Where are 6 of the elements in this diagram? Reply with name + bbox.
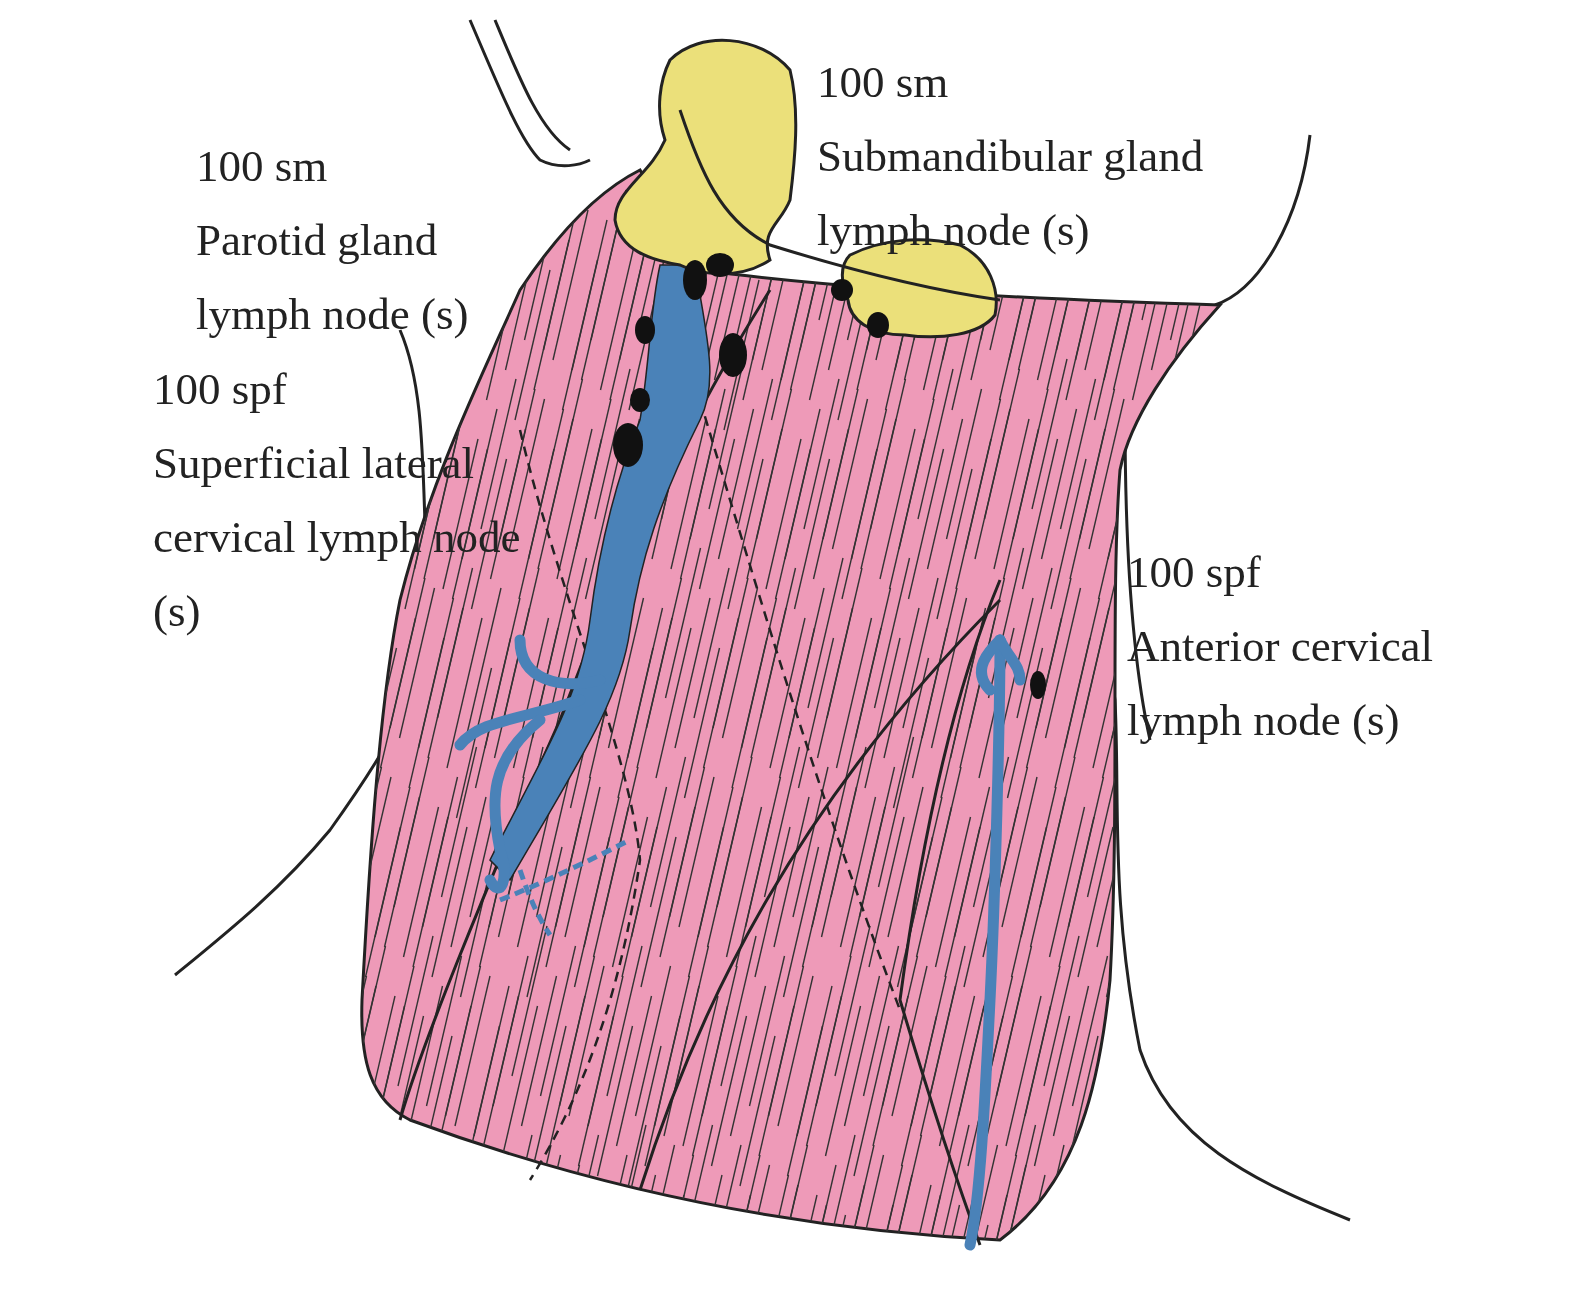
group-number: 100 sm bbox=[196, 140, 329, 193]
group-number: 100 sm bbox=[817, 56, 950, 109]
group-number: 100 spf bbox=[1127, 546, 1262, 599]
anatomy-label: Parotid gland lymph node (s) bbox=[196, 214, 470, 341]
group-number: 100 spf bbox=[153, 363, 288, 416]
anatomy-label: Submandibular gland lymph node (s) bbox=[817, 130, 1205, 257]
